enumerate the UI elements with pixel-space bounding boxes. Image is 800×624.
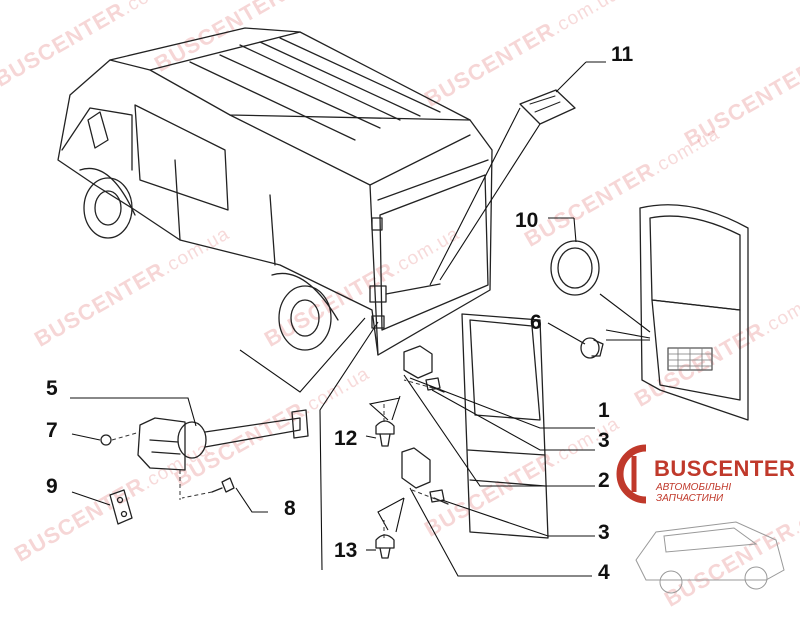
door-check-strap [137, 409, 309, 471]
buscenter-logo: BUSCENTER АВТОМОБІЛЬНІ ЗАПЧАСТИНИ [616, 440, 796, 616]
callout-3a: 3 [598, 429, 610, 452]
callout-7: 7 [46, 419, 58, 442]
callout-2: 2 [598, 469, 610, 492]
logo-brand-text: BUSCENTER [654, 456, 796, 481]
van-illustration [57, 27, 493, 356]
lower-hinge [401, 447, 449, 505]
callout-5: 5 [46, 377, 58, 400]
bolt-8 [211, 477, 235, 493]
seal-ring [550, 240, 600, 296]
leader-lines [70, 61, 651, 577]
callout-9-label: 9 [46, 475, 58, 498]
callout-6: 6 [530, 311, 542, 334]
callout-4: 4 [598, 561, 610, 584]
label-plate [519, 89, 576, 125]
rear-door-panel [461, 313, 549, 539]
callout-1: 1 [598, 399, 610, 422]
callout-13: 13 [334, 539, 358, 562]
plug [580, 337, 604, 359]
clip-12 [375, 420, 395, 447]
callout-3b: 3 [598, 521, 610, 544]
clip-13 [375, 534, 395, 559]
bracket [109, 489, 133, 525]
door-interior-view [639, 204, 749, 421]
dashed-assembly-lines [111, 379, 449, 538]
callout-12: 12 [334, 427, 358, 450]
callout-8: 8 [284, 497, 296, 520]
logo-subtitle: АВТОМОБІЛЬНІ ЗАПЧАСТИНИ [656, 482, 732, 504]
callout-10: 10 [515, 209, 539, 232]
callout-11: 11 [611, 43, 634, 66]
nut [100, 434, 112, 446]
